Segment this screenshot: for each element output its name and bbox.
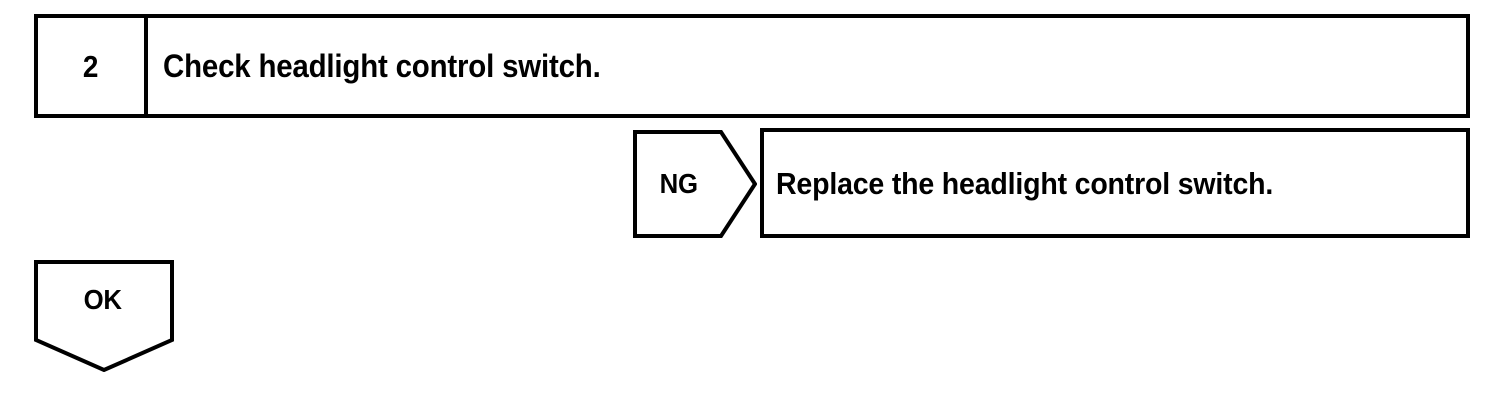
step-number: 2 bbox=[83, 48, 99, 84]
step-instruction-cell: Check headlight control switch. bbox=[148, 18, 1466, 114]
ng-action-box: Replace the headlight control switch. bbox=[760, 128, 1470, 238]
ng-action-text: Replace the headlight control switch. bbox=[776, 165, 1274, 201]
step-number-cell: 2 bbox=[38, 18, 148, 114]
step-instruction-text: Check headlight control switch. bbox=[163, 48, 601, 84]
step-box-2: 2 Check headlight control switch. bbox=[34, 14, 1470, 118]
ok-arrow-shape bbox=[34, 260, 174, 372]
ng-arrow-shape bbox=[633, 130, 757, 238]
